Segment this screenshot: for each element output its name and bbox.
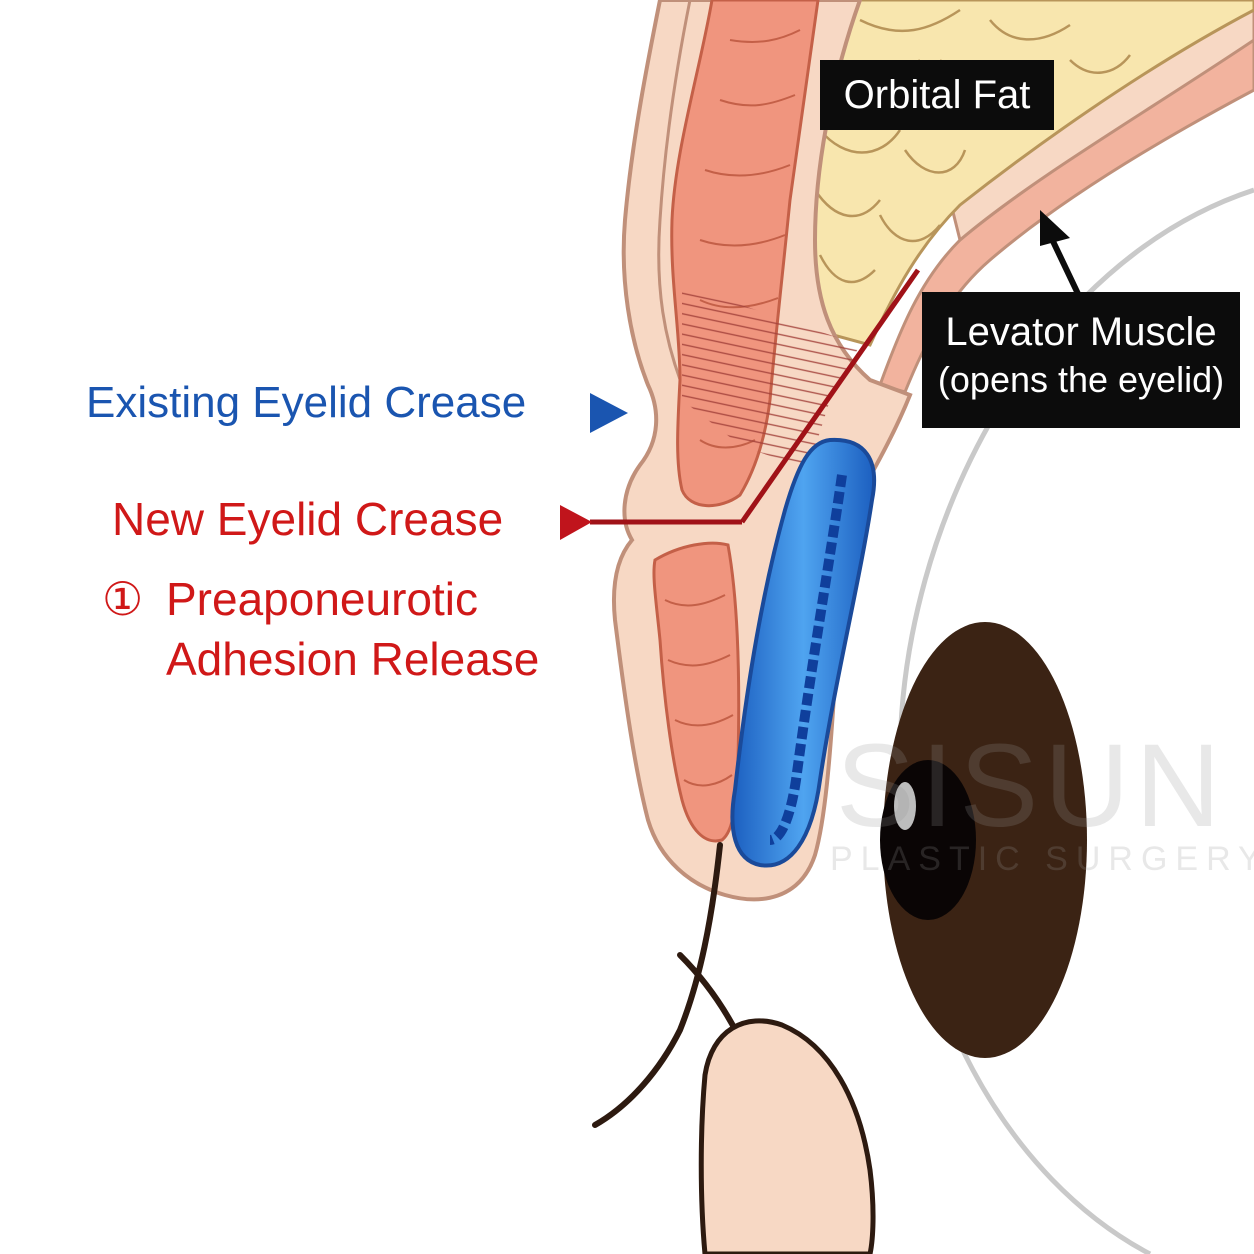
levator-muscle-label: Levator Muscle [945,310,1217,354]
step-number-label: ① [102,573,144,625]
levator-pointer-arrow [1040,210,1083,300]
orbital-fat-label-box: Orbital Fat [820,60,1054,130]
levator-muscle-sublabel: (opens the eyelid) [937,359,1225,400]
existing-eyelid-crease-label: Existing Eyelid Crease [86,378,527,427]
watermark-subtitle: PLASTIC SURGERY [830,840,1254,878]
new-eyelid-crease-label: New Eyelid Crease [112,493,504,545]
new-crease-incision-line [560,268,921,540]
step-label-line1: Preaponeurotic [166,573,478,625]
iris [880,622,1087,1058]
orbital-fat-label: Orbital Fat [843,73,1031,117]
eyelashes [592,842,741,1128]
watermark-logo-text: SISUN [836,720,1227,852]
orbicularis-muscle-lower [652,541,741,843]
lower-eyelid [698,1018,876,1254]
adhesion-release-area [682,285,860,470]
step-label-line2: Adhesion Release [166,633,540,685]
existing-crease-marker [590,393,628,433]
levator-muscle-label-box: Levator Muscle (opens the eyelid) [922,292,1240,428]
tarsal-plate [730,437,877,868]
